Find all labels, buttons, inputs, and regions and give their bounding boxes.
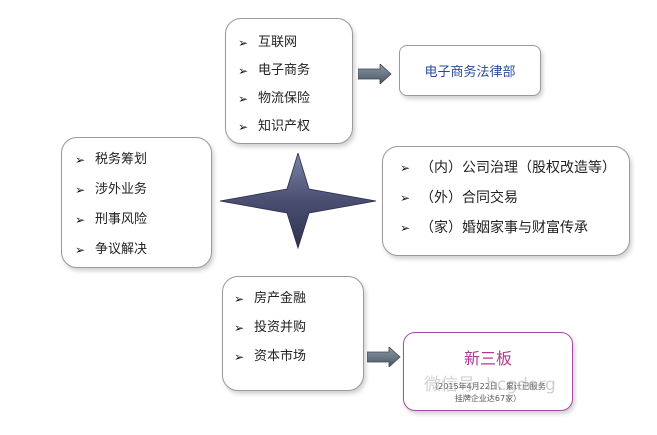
list-item: ➢ 刑事风险 [75,212,211,228]
list-item-label: 涉外业务 [95,182,148,197]
arrow-bullet-icon: ➢ [75,243,86,257]
ecommerce-law-dept-label: 电子商务法律部 [424,65,516,80]
list-item-label: （家）婚姻家事与财富传承 [420,220,588,236]
new-third-board-note-line2: 挂牌企业达67家） [454,394,522,403]
tax-group-list: ➢ 税务筹划 ➢ 涉外业务 ➢ 刑事风险 ➢ 争议解决 [62,152,211,258]
list-item: ➢ 房产金融 [234,291,363,307]
tax-group-box: ➢ 税务筹划 ➢ 涉外业务 ➢ 刑事风险 ➢ 争议解决 [61,137,212,268]
list-item-label: 资本市场 [254,349,307,364]
arrow-bullet-icon: ➢ [238,92,249,106]
new-third-board-note-line1: （2015年4月22日，累计已服务 [430,382,546,391]
arrow-bullet-icon: ➢ [238,36,249,50]
list-item-label: 物流保险 [258,91,311,106]
arrow-bullet-icon: ➢ [400,221,411,235]
corporate-group-box: ➢ （内）公司治理（股权改造等） ➢ （外）合同交易 ➢ （家）婚姻家事与财富传承 [382,146,630,256]
arrow-bullet-icon: ➢ [400,161,411,175]
new-third-board-title: 新三板 [463,349,512,368]
internet-group-list: ➢ 互联网 ➢ 电子商务 ➢ 物流保险 ➢ 知识产权 [226,35,352,135]
list-item-label: （内）公司治理（股权改造等） [420,160,616,176]
four-point-star-icon [219,153,377,249]
arrow-bullet-icon: ➢ [238,120,249,134]
arrow-bullet-icon: ➢ [75,153,86,167]
list-item: ➢ 税务筹划 [75,152,211,168]
list-item: ➢ 互联网 [238,35,352,51]
list-item: ➢ （内）公司治理（股权改造等） [400,159,629,177]
finance-group-list: ➢ 房产金融 ➢ 投资并购 ➢ 资本市场 [223,291,363,365]
right-arrow-icon [358,64,392,84]
list-item: ➢ （外）合同交易 [400,189,629,207]
list-item: ➢ 投资并购 [234,320,363,336]
list-item-label: 互联网 [258,35,298,50]
list-item: ➢ 知识产权 [238,119,352,135]
list-item: ➢ 资本市场 [234,349,363,365]
arrow-bullet-icon: ➢ [400,191,411,205]
list-item-label: 刑事风险 [95,212,148,227]
list-item-label: 知识产权 [258,119,311,134]
arrow-bullet-icon: ➢ [75,213,86,227]
arrow-bullet-icon: ➢ [234,321,245,335]
right-arrow-icon [367,347,401,367]
list-item-label: 电子商务 [258,63,311,78]
arrow-bullet-icon: ➢ [234,350,245,364]
arrow-bullet-icon: ➢ [234,292,245,306]
list-item-label: （外）合同交易 [420,190,518,206]
list-item: ➢ 涉外业务 [75,182,211,198]
list-item: ➢ 电子商务 [238,63,352,79]
list-item: ➢ 物流保险 [238,91,352,107]
finance-group-box: ➢ 房产金融 ➢ 投资并购 ➢ 资本市场 [222,276,364,391]
arrow-bullet-icon: ➢ [75,183,86,197]
list-item-label: 争议解决 [95,242,148,257]
list-item: ➢ （家）婚姻家事与财富传承 [400,219,629,237]
list-item: ➢ 争议解决 [75,242,211,258]
ecommerce-law-dept-box: 电子商务法律部 [399,45,541,96]
list-item-label: 投资并购 [254,320,307,335]
arrow-bullet-icon: ➢ [238,64,249,78]
new-third-board-box: 新三板 （2015年4月22日，累计已服务 挂牌企业达67家） [403,332,573,411]
list-item-label: 税务筹划 [95,152,148,167]
internet-group-box: ➢ 互联网 ➢ 电子商务 ➢ 物流保险 ➢ 知识产权 [225,18,353,144]
list-item-label: 房产金融 [254,291,307,306]
corporate-group-list: ➢ （内）公司治理（股权改造等） ➢ （外）合同交易 ➢ （家）婚姻家事与财富传承 [383,159,629,237]
